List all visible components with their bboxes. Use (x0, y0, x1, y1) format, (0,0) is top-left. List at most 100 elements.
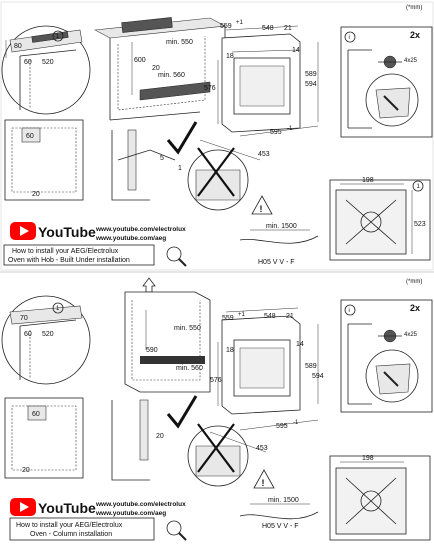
arrow-up-icon (142, 277, 156, 293)
svg-text:+1: +1 (236, 20, 244, 26)
svg-text:20: 20 (152, 65, 160, 72)
youtube-wordmark: YouTube (38, 224, 96, 240)
dim-min1500-b: min. 1500 (268, 497, 299, 504)
caption-line1-b: How to install your AEG/Electrolux (16, 522, 123, 529)
cable-type-b: H05 V V - F (262, 523, 299, 530)
unit-note: (*mm) (406, 5, 422, 11)
count-2x-b: 2x (410, 303, 420, 313)
panel-column: (*mm) 70 60 520 1 590 min. 550 min. 560 (1, 277, 433, 541)
dim-594-b: 594 (312, 373, 324, 380)
detail-circle-top: 80 60 520 1 (1, 25, 91, 115)
svg-text:4x25: 4x25 (404, 58, 418, 64)
dim-559: 559 (220, 23, 232, 30)
svg-text:20: 20 (32, 191, 40, 198)
info-icon (344, 31, 356, 43)
dim-min560: min. 560 (176, 365, 203, 372)
dim-594: 594 (305, 81, 317, 88)
url-electrolux-b[interactable]: www.youtube.com/electrolux (95, 501, 186, 508)
step-marker (52, 30, 64, 42)
dim-21-b: 21 (286, 313, 294, 320)
caption-line1: How to install your AEG/Electrolux (12, 248, 119, 255)
cabinet-column: 590 min. 550 min. 560 (124, 291, 211, 393)
unit-note-bottom: (*mm) (406, 279, 422, 285)
svg-text:-1: -1 (287, 126, 293, 132)
detail-left-top: 60 20 (4, 119, 84, 201)
warning-icon-b (253, 469, 275, 489)
svg-text:4x25: 4x25 (404, 332, 418, 338)
dim-21: 21 (284, 25, 292, 32)
dim-60: 60 (24, 331, 32, 338)
oven-front: 559 +1 548 21 18 14 576 589 594 595 -1 4… (199, 20, 319, 161)
warning-icon (251, 195, 273, 215)
svg-text:1: 1 (56, 34, 60, 40)
url-aeg[interactable]: www.youtube.com/aeg (95, 235, 166, 242)
magnifier-icon[interactable] (166, 246, 187, 267)
detail-circle-bottom: 70 60 520 1 (1, 295, 91, 385)
dim-576-b: 576 (210, 377, 222, 384)
detail-center-bottom: 20 ! (111, 395, 275, 489)
youtube-wordmark-b: YouTube (38, 500, 96, 516)
dim-453: 453 (258, 151, 270, 158)
url-electrolux[interactable]: www.youtube.com/electrolux (95, 226, 186, 233)
info-box-bottom: i 2x 4x25 (340, 299, 433, 413)
checkmark-icon (166, 121, 198, 155)
dim-min550: min. 550 (174, 325, 201, 332)
cabinet-hob: 600 min. 550 min. 560 20 (93, 17, 227, 121)
svg-text:i: i (349, 308, 350, 314)
svg-text:i: i (349, 35, 350, 41)
dim-520: 520 (42, 331, 54, 338)
svg-text:5: 5 (160, 155, 164, 162)
caption-line2-b: Oven - Column installation (30, 531, 112, 538)
url-aeg-b[interactable]: www.youtube.com/aeg (95, 510, 166, 517)
svg-text:!: ! (260, 204, 263, 214)
detail-left-bottom: 60 20 (4, 397, 84, 479)
dim-198-b: 198 (362, 455, 374, 462)
dim-523: 523 (414, 221, 426, 228)
svg-text:20: 20 (22, 467, 30, 474)
cable-top: min. 1500 H05 V V - F (239, 223, 319, 266)
dim-589: 589 (305, 71, 317, 78)
panel-built-under: (*mm) 80 60 520 1 600 min. 550 min. 560 (0, 1, 434, 271)
dim-559-b: 559 (222, 315, 234, 322)
caption-line2: Oven with Hob - Built Under installation (8, 257, 130, 264)
info-icon-b (344, 304, 356, 316)
cross-icon-b (197, 423, 235, 473)
dim-520: 520 (42, 59, 54, 66)
dim-600: 600 (134, 57, 146, 64)
dim-595-b: 595 (276, 423, 288, 430)
svg-text:1: 1 (56, 306, 60, 312)
dim-18: 18 (226, 53, 234, 60)
dim-453-b: 453 (256, 445, 268, 452)
oven-front-bottom: 559 +1 548 21 18 14 576 589 594 595 -1 4… (209, 307, 324, 453)
dim-198: 198 (362, 177, 374, 184)
dim-min1500: min. 1500 (266, 223, 297, 230)
svg-text:+1: +1 (238, 312, 246, 318)
cable-type: H05 V V - F (258, 259, 295, 266)
dim-590: 590 (146, 347, 158, 354)
dim-589-b: 589 (305, 363, 317, 370)
svg-text:1: 1 (417, 184, 421, 190)
svg-text:!: ! (262, 478, 265, 488)
info-box-top: i 2x 4x25 (340, 26, 433, 138)
dim-60b-b: 60 (32, 411, 40, 418)
dim-80: 80 (14, 43, 22, 50)
magnifier-icon-b[interactable] (166, 520, 187, 541)
dim-60: 60 (24, 59, 32, 66)
count-2x: 2x (410, 30, 420, 40)
svg-text:20: 20 (156, 433, 164, 440)
cable-bottom: min. 1500 H05 V V - F (239, 497, 319, 530)
cross-icon (197, 147, 235, 197)
dim-18-b: 18 (226, 347, 234, 354)
dim-min550: min. 550 (166, 39, 193, 46)
dim-548: 548 (262, 25, 274, 32)
svg-text:-1: -1 (293, 420, 299, 426)
dim-595: 595 (270, 129, 282, 136)
dim-576: 576 (204, 85, 216, 92)
dim-14: 14 (292, 47, 300, 54)
youtube-block-bottom: YouTube www.youtube.com/electrolux www.y… (9, 498, 187, 541)
dim-70: 70 (20, 315, 28, 322)
svg-text:1: 1 (178, 165, 182, 172)
youtube-block-top: YouTube www.youtube.com/electrolux www.y… (3, 222, 187, 267)
hob-plan-bottom: 198 (329, 455, 431, 541)
